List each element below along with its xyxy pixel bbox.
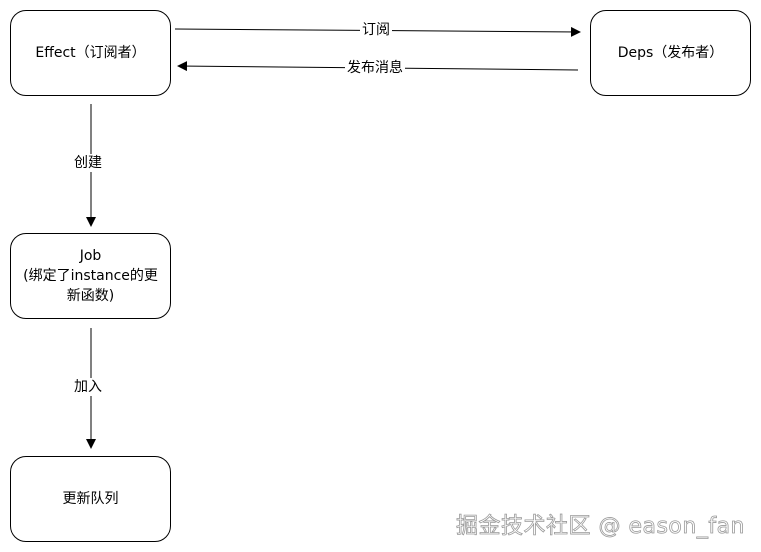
deps-node-label: Deps（发布者） xyxy=(617,45,724,61)
job-node-desc-line2: 新函数) xyxy=(66,288,115,304)
job-node-desc-line1: (绑定了instance的更 xyxy=(23,268,158,284)
publish-edge-label: 发布消息 xyxy=(345,59,405,77)
job-node: Job (绑定了instance的更 新函数) xyxy=(10,233,171,319)
watermark-text: 掘金技术社区 @ eason_fan xyxy=(455,514,745,540)
subscribe-edge-label: 订阅 xyxy=(360,21,392,39)
deps-node: Deps（发布者） xyxy=(590,10,751,96)
enqueue-edge-label: 加入 xyxy=(72,378,104,396)
update-queue-node-label: 更新队列 xyxy=(62,491,119,507)
effect-node: Effect（订阅者） xyxy=(10,10,171,96)
update-queue-node: 更新队列 xyxy=(10,456,171,542)
job-node-title: Job xyxy=(79,248,102,264)
effect-node-label: Effect（订阅者） xyxy=(35,45,146,61)
create-edge-label: 创建 xyxy=(72,154,104,172)
